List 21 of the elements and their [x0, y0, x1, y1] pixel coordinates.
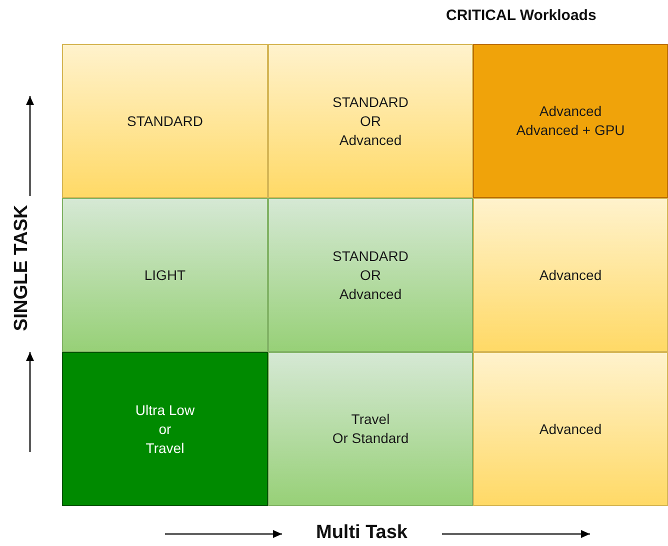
matrix-cell [268, 352, 473, 506]
matrix-cell [268, 198, 473, 352]
cell-text: STANDARD OR Advanced [332, 246, 408, 304]
cell-text: Advanced Advanced + GPU [516, 102, 625, 140]
matrix-cell [62, 198, 268, 352]
axis-label: SINGLE TASK [11, 204, 33, 332]
cell-text: STANDARD OR Advanced [332, 92, 408, 150]
axis-label: Multi Task [316, 522, 408, 544]
matrix-cell [473, 352, 668, 506]
matrix-cell [473, 198, 668, 352]
cell-text: Travel Or Standard [332, 410, 409, 448]
matrix-cell [62, 44, 268, 198]
matrix-cell [62, 352, 268, 506]
matrix-cell [268, 44, 473, 198]
cell-text: STANDARD [127, 112, 203, 130]
cell-text: Advanced [539, 420, 602, 438]
cell-text: Ultra Low or Travel [135, 400, 195, 458]
heading: CRITICAL Workloads [446, 7, 596, 24]
cell-text: LIGHT [144, 266, 186, 284]
matrix-cell [473, 44, 668, 198]
cell-text: Advanced [539, 266, 602, 284]
